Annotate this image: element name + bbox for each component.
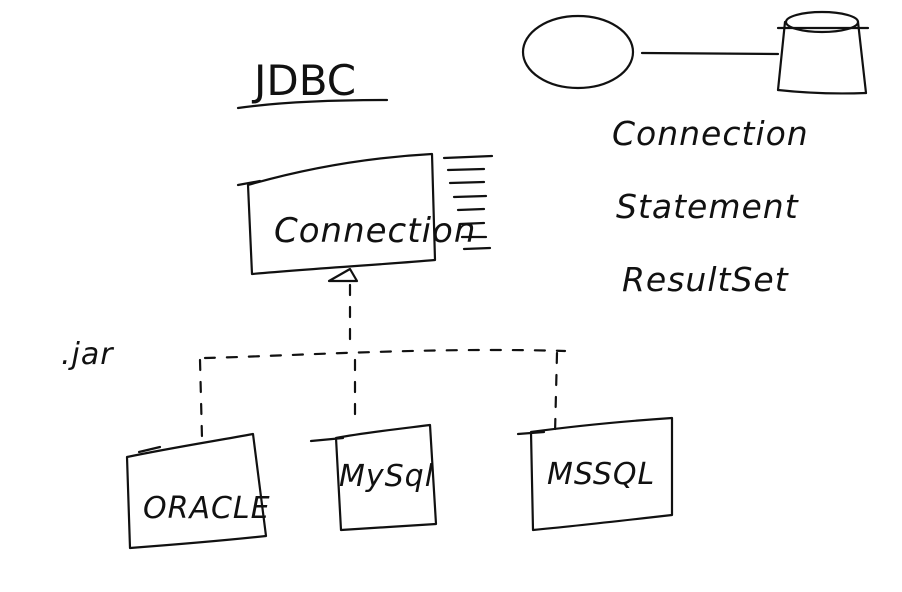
connection-box-label: Connection (274, 211, 476, 251)
mssql-driver-box (529, 416, 674, 532)
jar-label: .jar (61, 337, 114, 372)
concept-resultset: ResultSet (622, 260, 789, 299)
oracle-box-corner-mark (137, 445, 162, 454)
connector-mssql (553, 351, 559, 435)
connection-box-corner-mark (236, 179, 262, 187)
connector-horizontal (203, 348, 567, 360)
mysql-box-corner-mark (309, 436, 345, 443)
connection-box (246, 152, 437, 276)
title-underline (236, 98, 389, 110)
oracle-driver-label: ORACLE (143, 491, 271, 526)
application-oval (521, 14, 635, 90)
database-cylinder (776, 10, 870, 95)
concept-statement: Statement (616, 187, 799, 226)
oracle-driver-box (125, 432, 268, 550)
mssql-box-corner-mark (516, 430, 546, 436)
mysql-driver-label: MySql (339, 459, 434, 494)
concept-connection: Connection (612, 114, 809, 153)
inheritance-arrowhead (327, 267, 359, 283)
method-lines (442, 154, 494, 251)
mssql-driver-label: MSSQL (547, 457, 655, 492)
connector-oracle (198, 358, 204, 440)
app-database-link (640, 51, 780, 56)
diagram-title: JDBC (251, 56, 356, 105)
mysql-driver-box (334, 423, 438, 532)
